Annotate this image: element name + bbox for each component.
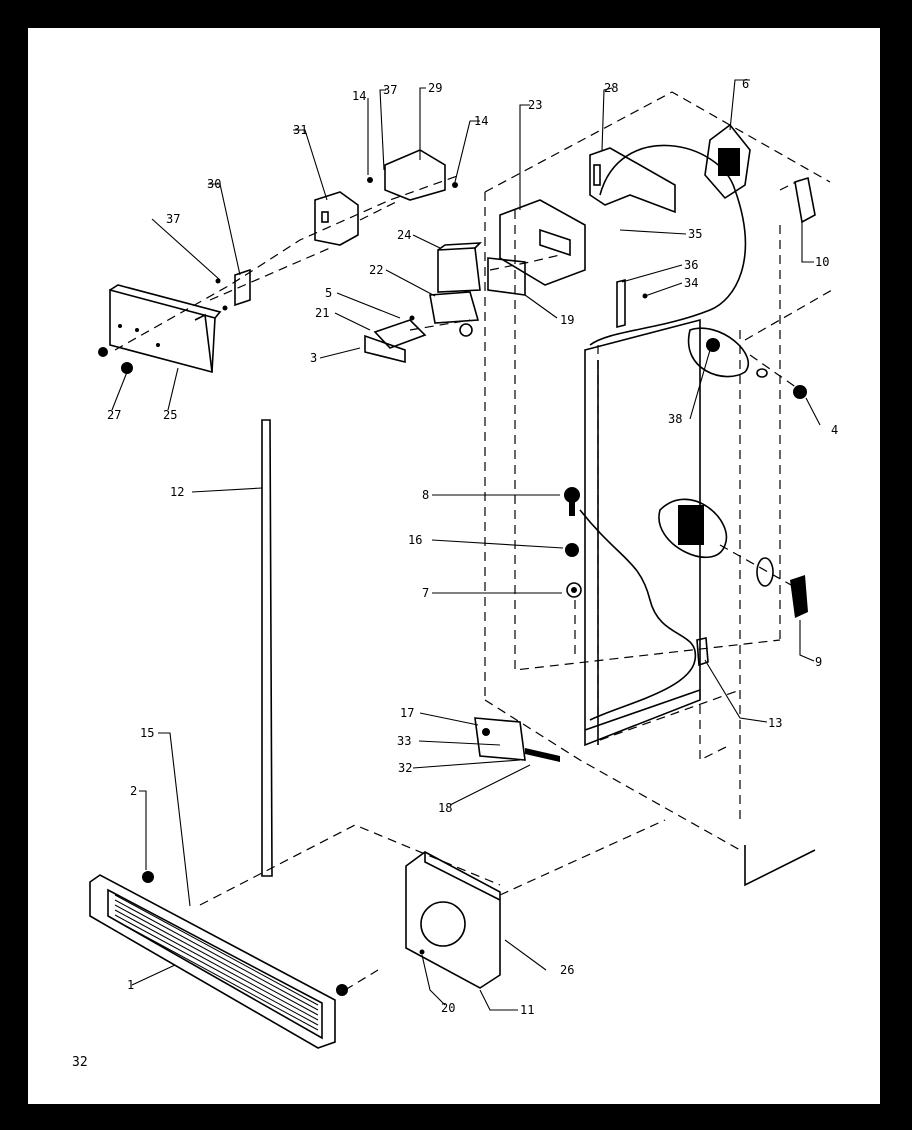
- housing-23: [499, 199, 586, 286]
- callout-4: 4: [831, 423, 838, 437]
- part-6: [704, 123, 751, 200]
- callout-15: 15: [140, 726, 154, 740]
- parts-8-16-7: [564, 487, 582, 598]
- page-number: 32: [72, 1055, 88, 1070]
- part-36: [616, 278, 626, 329]
- callout-7: 7: [422, 586, 429, 600]
- callout-34: 34: [684, 276, 698, 290]
- callout-13: 13: [768, 716, 782, 730]
- callout-36: 36: [684, 258, 698, 272]
- callout-11: 11: [520, 1003, 534, 1017]
- callout-18: 18: [438, 801, 452, 815]
- callout-3: 3: [310, 351, 317, 365]
- wiring-harness-lower: [579, 509, 697, 721]
- bracket-28: [589, 147, 676, 214]
- callout-25: 25: [163, 408, 177, 422]
- callout-31: 31: [293, 123, 307, 137]
- chute-parts: [364, 242, 526, 364]
- callout-32: 32: [398, 761, 412, 775]
- callout-35: 35: [688, 227, 702, 241]
- cover-26: [405, 851, 501, 989]
- callout-30: 30: [207, 177, 221, 191]
- control-panel: [98, 284, 222, 374]
- bracket-30: [215, 268, 251, 311]
- callout-23: 23: [528, 98, 542, 112]
- callout-37a: 37: [166, 212, 180, 226]
- callout-29: 29: [428, 81, 442, 95]
- callout-27: 27: [107, 408, 121, 422]
- callout-5: 5: [325, 286, 332, 300]
- callout-14a: 14: [352, 89, 366, 103]
- callout-9: 9: [815, 655, 822, 669]
- callout-14b: 14: [474, 114, 488, 128]
- callout-33: 33: [397, 734, 411, 748]
- callout-16: 16: [408, 533, 422, 547]
- callout-37b: 37: [383, 83, 397, 97]
- cabinet-outline: [484, 91, 833, 887]
- mullion: [584, 318, 701, 747]
- screw-2: [142, 871, 348, 996]
- callout-38: 38: [668, 412, 682, 426]
- wiring-harness: [589, 144, 747, 346]
- callout-19: 19: [560, 313, 574, 327]
- callout-12: 12: [170, 485, 184, 499]
- callout-1: 1: [127, 978, 134, 992]
- callout-leaders: [111, 79, 821, 1011]
- exploded-parts-diagram: 1 2 3 4 5 6 7 8 9 10 11 12 13 14 14 15 1…: [72, 77, 838, 1070]
- callout-24: 24: [397, 228, 411, 242]
- callout-20: 20: [441, 1001, 455, 1015]
- callout-8: 8: [422, 488, 429, 502]
- grille: [89, 874, 336, 1049]
- bracket-31: [314, 191, 359, 246]
- callout-26: 26: [560, 963, 574, 977]
- callout-2: 2: [130, 784, 137, 798]
- callout-10: 10: [815, 255, 829, 269]
- part-13: [696, 637, 709, 667]
- callout-6: 6: [742, 77, 749, 91]
- callout-28: 28: [604, 81, 618, 95]
- callout-21: 21: [315, 306, 329, 320]
- trim-strip: [261, 419, 273, 877]
- diagram-sheet: 1 2 3 4 5 6 7 8 9 10 11 12 13 14 14 15 1…: [28, 28, 880, 1104]
- callout-22: 22: [369, 263, 383, 277]
- hinge-parts: [474, 717, 560, 762]
- cutout-38: [687, 327, 807, 399]
- part-10: [794, 176, 816, 224]
- explode-lines: [114, 174, 801, 991]
- cutout-lower: [658, 498, 808, 618]
- callout-labels: 1 2 3 4 5 6 7 8 9 10 11 12 13 14 14 15 1…: [107, 77, 838, 1017]
- callout-17: 17: [400, 706, 414, 720]
